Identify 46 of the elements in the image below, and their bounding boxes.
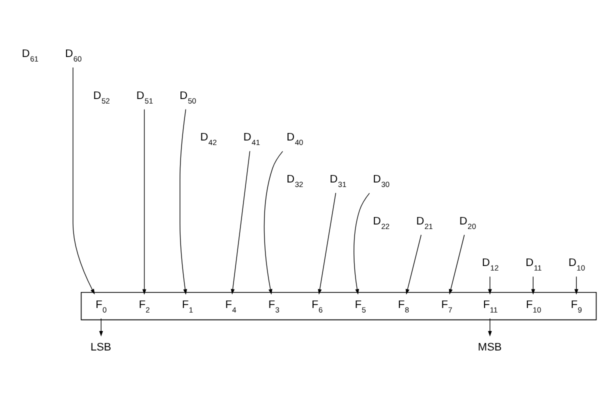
node-text: D$_{12}$ xyxy=(482,257,499,273)
label: D$_{32}$ xyxy=(286,174,304,190)
node-text: MSB xyxy=(478,342,502,354)
node-text: LSB xyxy=(90,342,112,354)
node-text: F$_{3}$ xyxy=(268,299,280,314)
node-text: D$_{51}$ xyxy=(136,90,154,106)
arrow xyxy=(318,192,336,295)
arrow xyxy=(264,150,284,295)
node-text: D$_{30}$ xyxy=(373,174,390,190)
label: D$_{42}$ xyxy=(200,132,217,148)
node-text: F$_{1}$ xyxy=(182,299,194,314)
arrow xyxy=(72,67,95,294)
arrow xyxy=(354,192,370,295)
node-text: F$_{9}$ xyxy=(570,299,582,314)
arrow xyxy=(488,276,492,295)
node-text: F$_{2}$ xyxy=(138,299,150,314)
label: D$_{61}$ xyxy=(22,48,39,64)
label: D$_{52}$ xyxy=(93,90,110,106)
arrow xyxy=(142,108,146,295)
arrow xyxy=(531,276,536,295)
arrow xyxy=(230,150,250,295)
node-text: D$_{50}$ xyxy=(180,90,196,106)
node-text: D$_{60}$ xyxy=(65,48,82,64)
node-text: F$_{8}$ xyxy=(398,299,410,314)
label: D$_{22}$ xyxy=(373,215,390,231)
node-text: F$_{0}$ xyxy=(96,299,107,314)
cluster xyxy=(80,292,597,320)
arrow xyxy=(574,276,578,295)
arrow xyxy=(448,234,465,295)
node-text: D$_{10}$ xyxy=(568,257,586,273)
node-text: F$_{6}$ xyxy=(312,299,323,314)
node-text: F$_{5}$ xyxy=(354,299,366,314)
node-text: F$_{10}$ xyxy=(526,299,542,314)
node-text: F$_{11}$ xyxy=(483,299,498,314)
node-text: D$_{20}$ xyxy=(459,215,476,231)
arrow xyxy=(99,318,104,336)
node-text: F$_{4}$ xyxy=(225,299,236,314)
node-text: D$_{11}$ xyxy=(526,257,542,273)
arrow xyxy=(406,234,422,295)
node-text: F$_{7}$ xyxy=(441,299,452,314)
node-text: D$_{21}$ xyxy=(416,215,433,231)
node-text: D$_{40}$ xyxy=(286,132,304,148)
node-text: D$_{41}$ xyxy=(243,132,260,148)
arrow xyxy=(488,318,492,336)
node-text: D$_{31}$ xyxy=(330,174,346,190)
arrow xyxy=(180,108,188,295)
